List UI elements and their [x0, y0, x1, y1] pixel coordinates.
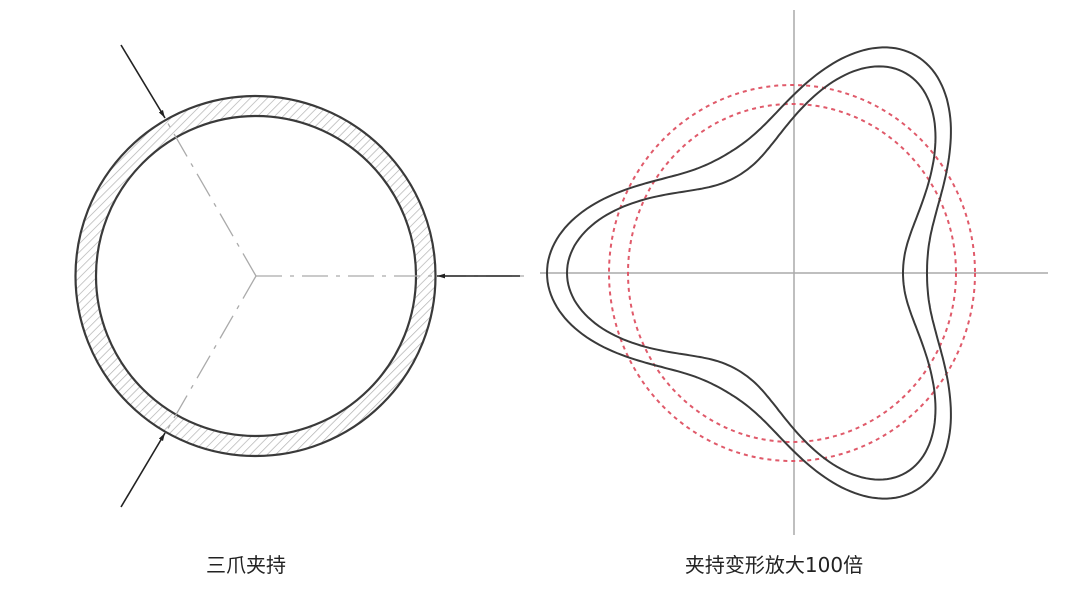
left-caption: 三爪夹持 [206, 553, 286, 577]
reference-circle-inner [627, 103, 957, 443]
deformed-outer-profile [545, 46, 952, 500]
tube-cross-section [74, 44, 525, 508]
tube-outer-circle [74, 94, 437, 458]
deformation-view [540, 10, 1048, 535]
jaw-force-arrow-top [120, 44, 166, 119]
jaw-force-arrow-bottom [120, 432, 166, 508]
right-caption: 夹持变形放大100倍 [684, 553, 864, 577]
reference-circle-outer [608, 84, 976, 462]
centerline-upper-jaw [165, 119, 257, 277]
deformed-inner-profile [565, 65, 937, 481]
centerline-lower-jaw [165, 275, 257, 433]
